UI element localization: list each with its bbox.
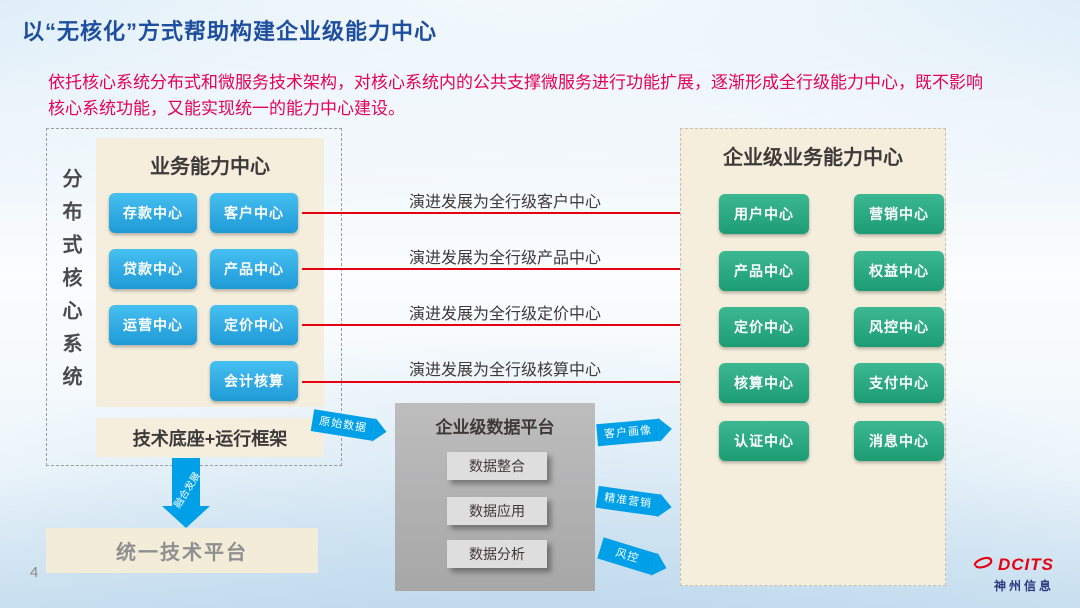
center-button-risk: 风控中心 — [854, 307, 944, 347]
fusion-arrow-icon: 融合发展 — [162, 458, 210, 528]
page-subtitle: 依托核心系统分布式和微服务技术架构，对核心系统内的公共支撑微服务进行功能扩展，逐… — [48, 73, 983, 119]
unified-tech-platform-box: 统一技术平台 — [46, 528, 318, 573]
evolution-arrow-customer-icon — [302, 210, 717, 220]
center-button-rights: 权益中心 — [854, 251, 944, 291]
page-title: 以“无核化”方式帮助构建企业级能力中心 — [22, 19, 438, 44]
center-button-message: 消息中心 — [854, 421, 944, 461]
customer-profile-arrow-label: 客户画像 — [596, 418, 660, 447]
page-number: 4 — [30, 564, 39, 581]
dcits-swoosh-icon — [972, 553, 994, 576]
fusion-arrow-head — [162, 506, 210, 528]
evolution-label-accounting: 演进发展为全行级核算中心 — [408, 362, 601, 379]
center-button-accounting: 会计核算 — [210, 361, 298, 401]
center-button-payment: 支付中心 — [854, 363, 944, 403]
data-platform-item-application: 数据应用 — [447, 497, 547, 525]
arrowhead-icon — [657, 493, 674, 520]
center-button-user: 用户中心 — [719, 194, 809, 234]
center-button-product: 产品中心 — [210, 249, 298, 289]
risk-control-arrow-icon: 风控 — [597, 536, 671, 580]
distributed-core-system-label: 分布式核心系统 — [59, 168, 81, 399]
data-platform-panel: 企业级数据平台 数据整合 数据应用 数据分析 — [395, 403, 595, 591]
center-button-pricing: 定价中心 — [210, 305, 298, 345]
data-platform-title: 企业级数据平台 — [435, 418, 555, 437]
evolution-arrow-accounting-icon — [302, 379, 717, 389]
evolution-arrow-product-icon — [302, 266, 717, 276]
risk-control-arrow-label: 风控 — [597, 537, 658, 575]
enterprise-capability-title: 企业级业务能力中心 — [723, 147, 903, 169]
enterprise-capability-panel: 企业级业务能力中心 用户中心 营销中心 产品中心 权益中心 定价中心 风控中心 … — [680, 128, 946, 586]
center-button-product-e: 产品中心 — [719, 251, 809, 291]
center-button-marketing: 营销中心 — [854, 194, 944, 234]
evolution-arrow-pricing-icon — [302, 322, 717, 332]
business-capability-title: 业务能力中心 — [150, 156, 270, 178]
center-button-auth: 认证中心 — [719, 421, 809, 461]
logo-company-text: 神州信息 — [993, 579, 1054, 593]
precision-marketing-arrow-label: 精准营销 — [595, 485, 661, 517]
center-button-deposit: 存款中心 — [109, 193, 197, 233]
center-button-customer: 客户中心 — [210, 193, 298, 233]
customer-profile-arrow-icon: 客户画像 — [596, 416, 673, 447]
company-logo: DCITS 神州信息 — [972, 553, 1054, 594]
data-platform-item-analysis: 数据分析 — [447, 540, 547, 568]
data-platform-item-integration: 数据整合 — [447, 452, 547, 480]
arrowhead-icon — [657, 416, 673, 442]
logo-brand-text: DCITS — [998, 554, 1054, 574]
center-button-accounting-e: 核算中心 — [719, 363, 809, 403]
center-button-pricing-e: 定价中心 — [719, 307, 809, 347]
tech-base-box: 技术底座+运行框架 — [96, 418, 324, 457]
evolution-label-product: 演进发展为全行级产品中心 — [408, 250, 601, 267]
evolution-label-customer: 演进发展为全行级客户中心 — [408, 194, 601, 211]
center-button-loan: 贷款中心 — [109, 249, 197, 289]
arrowhead-icon — [371, 417, 389, 444]
fusion-arrow-body — [172, 458, 200, 506]
precision-marketing-arrow-icon: 精准营销 — [595, 485, 674, 520]
business-capability-panel: 业务能力中心 存款中心 客户中心 贷款中心 产品中心 运营中心 定价中心 会计核… — [96, 138, 324, 407]
center-button-operation: 运营中心 — [109, 305, 197, 345]
evolution-label-pricing: 演进发展为全行级定价中心 — [408, 306, 601, 323]
